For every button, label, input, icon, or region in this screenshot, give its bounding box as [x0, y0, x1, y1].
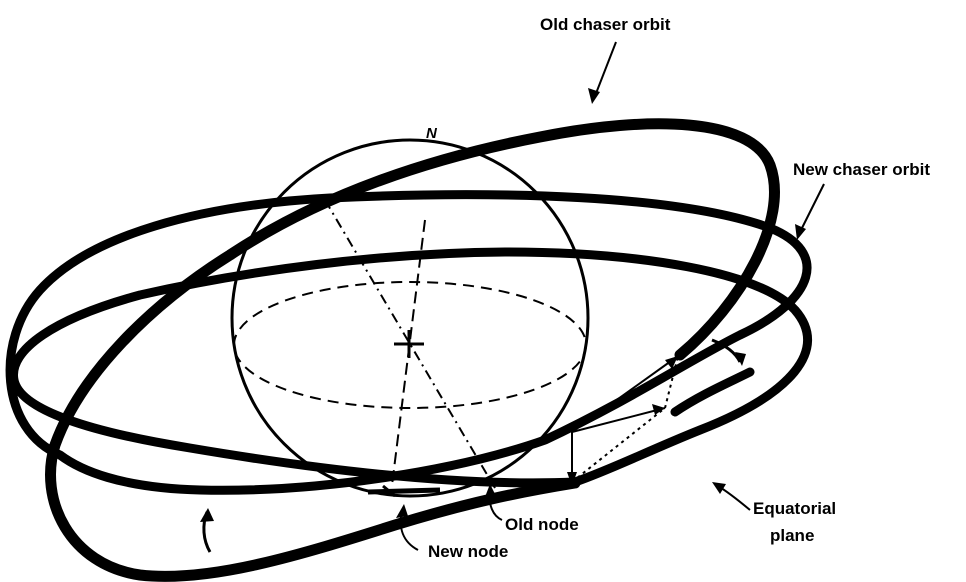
old-orbit-leader [594, 41, 617, 97]
motion-arrow-right [711, 338, 742, 363]
equatorial-label-line2: plane [770, 526, 814, 545]
node-axes [324, 199, 496, 489]
old-chaser-orbit-ring [45, 118, 780, 582]
new-orbit-leader [799, 183, 825, 233]
velocity-vectors [567, 355, 679, 486]
delta-v-vector [571, 407, 666, 433]
new-orbit-label: New chaser orbit [793, 160, 930, 179]
earth-sphere [230, 138, 590, 498]
new-velocity-dotted [664, 355, 679, 409]
new-node-label: New node [428, 542, 508, 561]
equatorial-label-line1: Equatorial [753, 499, 836, 518]
old-orbit-label: Old chaser orbit [540, 15, 671, 34]
new-node-marker [367, 484, 441, 498]
equatorial-leader [717, 485, 751, 511]
old-velocity-vector [571, 355, 679, 433]
old-velocity-dotted [571, 407, 666, 483]
label-leaders [396, 41, 825, 551]
equator-circle [233, 281, 587, 409]
motion-arrows [200, 338, 746, 553]
equatorial-plane-ring [9, 247, 812, 488]
new-chaser-orbit-ring [5, 190, 812, 495]
north-label: N [426, 125, 438, 142]
old-node-label: Old node [505, 515, 579, 534]
